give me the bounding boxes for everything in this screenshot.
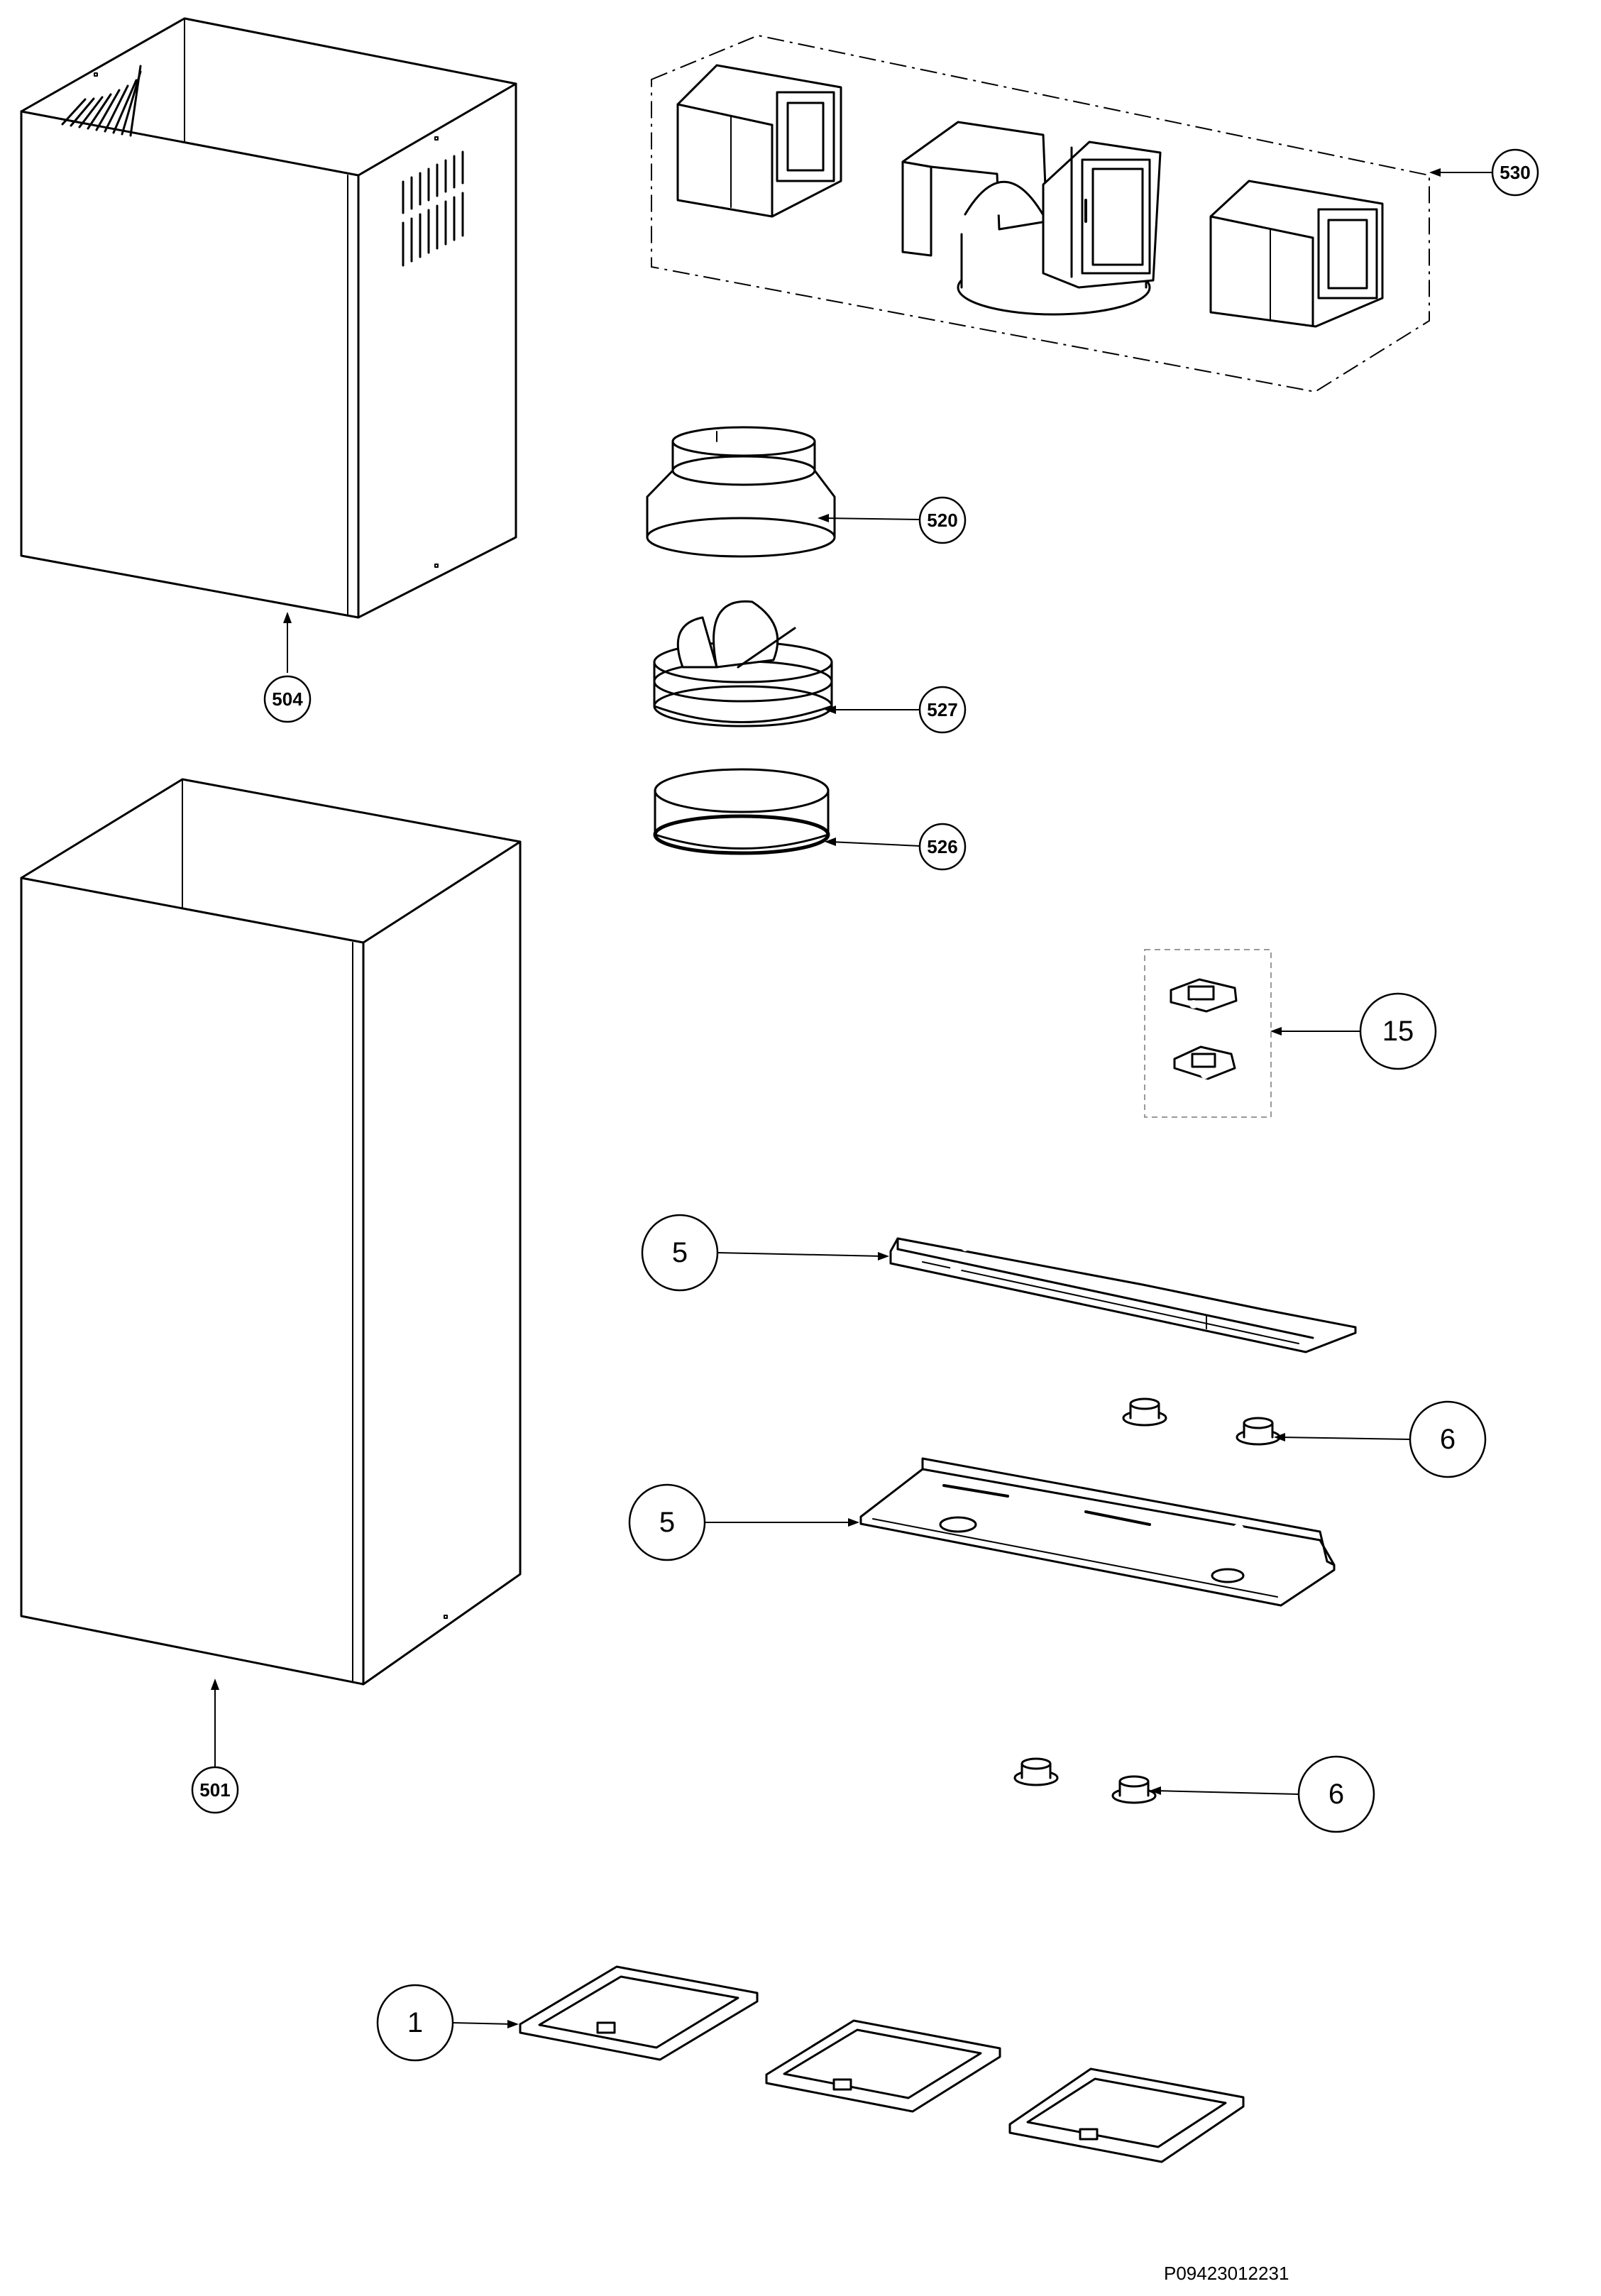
callout-5-upper: 5	[641, 1214, 719, 1292]
vent-slots-left	[61, 65, 142, 137]
svg-text:5: 5	[659, 1507, 675, 1538]
part-6-upper-rings[interactable]	[1122, 1397, 1281, 1446]
svg-text:5: 5	[672, 1237, 688, 1268]
callout-15: 15	[1359, 992, 1437, 1070]
part-5-upper-rail[interactable]	[889, 1237, 1357, 1353]
part-15-brackets[interactable]	[1170, 978, 1238, 1080]
part-504-upper-chimney[interactable]	[20, 17, 517, 619]
part-501-lower-chimney[interactable]	[20, 778, 522, 1686]
callout-1: 1	[376, 1984, 454, 2062]
vent-slots-right	[402, 150, 464, 267]
group-outline-15	[1144, 949, 1272, 1118]
callout-520: 520	[918, 496, 967, 544]
callout-6-upper: 6	[1409, 1400, 1487, 1478]
svg-text:526: 526	[927, 836, 957, 857]
svg-text:520: 520	[927, 510, 957, 531]
svg-text:530: 530	[1500, 162, 1530, 183]
callout-526: 526	[918, 823, 967, 871]
svg-text:501: 501	[199, 1779, 230, 1801]
part-1-grease-filters[interactable]	[519, 1965, 1245, 2163]
svg-text:1: 1	[407, 2007, 423, 2038]
callout-5-lower: 5	[628, 1483, 706, 1561]
svg-text:6: 6	[1328, 1779, 1344, 1810]
callout-504: 504	[263, 675, 312, 723]
callout-530: 530	[1491, 148, 1539, 197]
part-530-duct-set[interactable]	[676, 64, 1384, 328]
document-code: P09423012231	[1164, 2263, 1289, 2284]
part-526-ring[interactable]	[653, 768, 830, 855]
part-520-reducer[interactable]	[646, 426, 836, 558]
group-outline-530	[651, 34, 1430, 393]
callout-6-lower: 6	[1297, 1755, 1375, 1833]
leader-lines	[211, 168, 1493, 2028]
part-527-damper[interactable]	[653, 600, 833, 727]
part-5-lower-rail[interactable]	[859, 1457, 1336, 1607]
callout-527: 527	[918, 686, 967, 734]
svg-text:527: 527	[927, 699, 957, 720]
part-6-lower-rings[interactable]	[1013, 1757, 1157, 1804]
svg-text:504: 504	[272, 688, 303, 710]
callout-501: 501	[191, 1766, 239, 1814]
svg-text:6: 6	[1440, 1424, 1456, 1455]
svg-text:15: 15	[1382, 1016, 1414, 1047]
